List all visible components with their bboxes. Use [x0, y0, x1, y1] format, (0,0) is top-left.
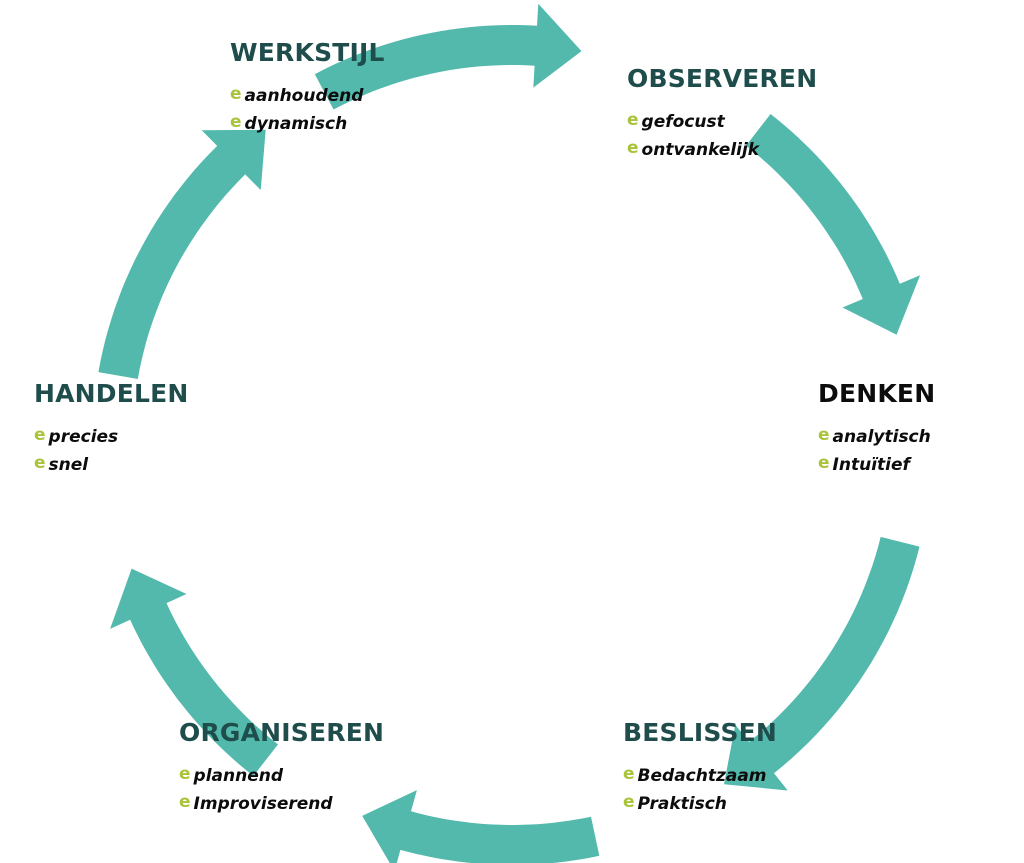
arrow-denken-to-beslissen: [724, 536, 920, 791]
item-label: aanhoudend: [244, 86, 364, 106]
e-bullet-icon: e: [179, 763, 191, 784]
node-title: DENKEN: [818, 379, 936, 408]
arrow-werkstijl-to-observeren: [314, 3, 582, 110]
arrow-organiseren-to-handelen: [110, 568, 278, 776]
e-bullet-icon: e: [627, 109, 639, 130]
item-label: ontvankelijk: [641, 140, 760, 160]
e-bullet-icon: e: [34, 452, 46, 473]
item-label: Praktisch: [637, 794, 727, 814]
item-label: Intuïtief: [832, 455, 910, 475]
item-label: gefocust: [641, 112, 725, 132]
e-bullet-icon: e: [818, 452, 830, 473]
e-bullet-icon: e: [623, 791, 635, 812]
node-title: BESLISSEN: [623, 718, 778, 747]
item-label: snel: [48, 455, 89, 475]
e-bullet-icon: e: [230, 111, 242, 132]
e-bullet-icon: e: [623, 763, 635, 784]
item-label: plannend: [193, 766, 284, 786]
e-bullet-icon: e: [179, 791, 191, 812]
arrow-beslissen-to-organiseren: [362, 790, 600, 863]
node-title: HANDELEN: [34, 379, 189, 408]
item-label: Bedachtzaam: [637, 766, 767, 786]
node-title: OBSERVEREN: [627, 64, 818, 93]
e-bullet-icon: e: [818, 424, 830, 445]
item-label: analytisch: [832, 427, 931, 447]
item-label: dynamisch: [244, 114, 348, 134]
e-bullet-icon: e: [627, 137, 639, 158]
arrow-handelen-to-werkstijl: [98, 129, 266, 379]
item-label: Improviserend: [193, 794, 333, 814]
item-label: precies: [48, 427, 119, 447]
e-bullet-icon: e: [34, 424, 46, 445]
node-title: WERKSTIJL: [230, 38, 385, 67]
arrow-observeren-to-denken: [746, 114, 921, 335]
e-bullet-icon: e: [230, 83, 242, 104]
node-title: ORGANISEREN: [179, 718, 385, 747]
